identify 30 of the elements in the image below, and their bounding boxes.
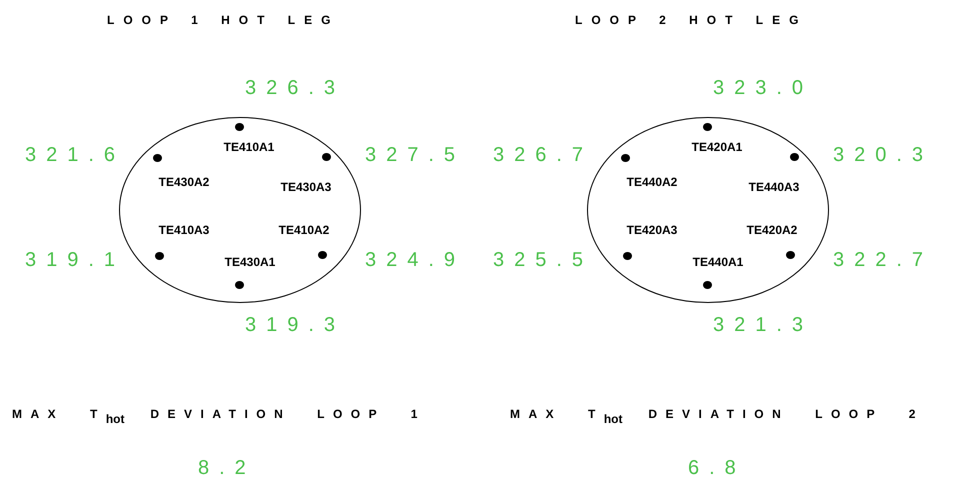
- sensor-tag: TE440A2: [626, 176, 678, 188]
- sensor-tag: TE410A2: [278, 224, 330, 236]
- sensor-tag: TE420A3: [626, 224, 678, 236]
- temperature-reading: 321.6: [24, 145, 126, 165]
- temperature-reading: 319.3: [244, 315, 346, 335]
- temperature-reading: 326.7: [492, 145, 594, 165]
- pipe-cross-section: [119, 117, 361, 303]
- sensor-tag: TE420A2: [746, 224, 798, 236]
- sensor-tag: TE430A2: [158, 176, 210, 188]
- temperature-reading: 327.5: [364, 145, 466, 165]
- section-heading: LOOP 2 HOT LEG: [575, 14, 808, 26]
- deviation-value: 8.2: [198, 458, 256, 477]
- sensor-tag: TE440A1: [692, 256, 744, 268]
- temperature-reading: 323.0: [712, 78, 814, 98]
- temperature-reading: 324.9: [364, 250, 466, 270]
- pipe-cross-section: [587, 117, 829, 303]
- sensor-tag: TE440A3: [748, 181, 800, 193]
- temperature-reading: 325.5: [492, 250, 594, 270]
- sensor-tag: TE430A1: [224, 256, 276, 268]
- temperature-reading: 321.3: [712, 315, 814, 335]
- temperature-reading: 319.1: [24, 250, 126, 270]
- section-heading: LOOP 1 HOT LEG: [107, 14, 340, 26]
- deviation-value: 6.8: [688, 458, 746, 477]
- temperature-reading: 326.3: [244, 78, 346, 98]
- sensor-tag: TE410A1: [224, 141, 274, 153]
- temperature-reading: 322.7: [832, 250, 934, 270]
- temperature-reading: 320.3: [832, 145, 934, 165]
- sensor-tag: TE410A3: [158, 224, 210, 236]
- sensor-tag: TE430A3: [280, 181, 332, 193]
- sensor-tag: TE420A1: [692, 141, 742, 153]
